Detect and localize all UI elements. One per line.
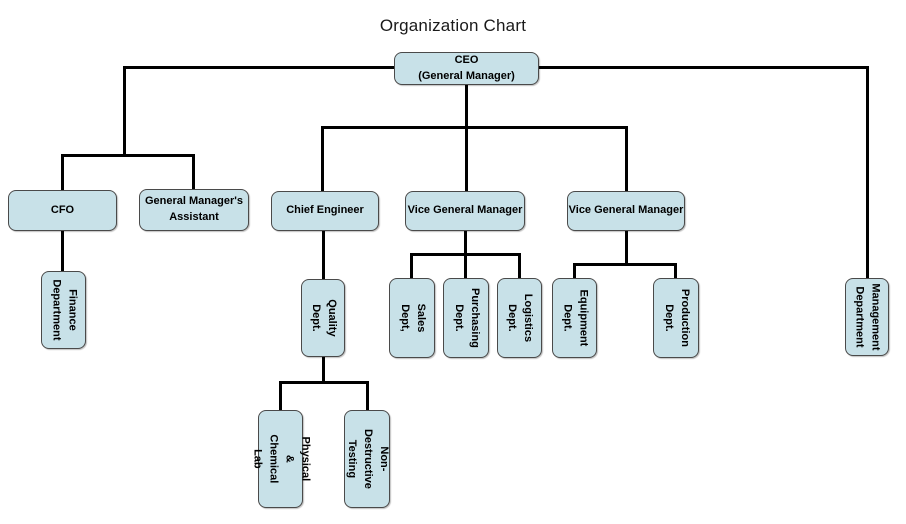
- connector-line: [61, 231, 64, 271]
- connector-line: [123, 66, 126, 155]
- connector-line: [625, 126, 628, 191]
- connector-line: [61, 154, 195, 157]
- org-node-quality: Quality Dept.: [301, 279, 345, 357]
- connector-line: [366, 381, 369, 410]
- connector-line: [464, 253, 467, 278]
- connector-line: [322, 231, 325, 279]
- org-node-label: Sales Dept,: [399, 303, 427, 333]
- org-node-label: Vice General Manager: [568, 204, 684, 217]
- connector-line: [573, 263, 576, 278]
- connector-line: [192, 154, 195, 190]
- connector-line: [464, 231, 467, 254]
- org-node-physlab: Physical &Chemical Lab: [252, 410, 311, 508]
- org-node-sales: Sales Dept,: [389, 278, 435, 358]
- connector-line: [322, 357, 325, 382]
- org-node-label: Quality Dept.: [310, 299, 338, 337]
- connector-line: [573, 263, 677, 266]
- org-node-ceo: CEO(General Manager): [394, 52, 539, 85]
- connector-line: [321, 126, 628, 129]
- connector-line: [279, 381, 282, 410]
- org-node-vgm2: Vice General Manager: [567, 191, 685, 231]
- connector-line: [61, 154, 64, 191]
- connector-line: [321, 126, 324, 191]
- org-node-vgm1: Vice General Manager: [405, 191, 525, 231]
- connector-line: [518, 253, 521, 278]
- connector-line: [674, 263, 677, 278]
- org-node-label: CEO(General Manager): [418, 53, 515, 82]
- connector-line: [279, 381, 369, 384]
- connector-line: [410, 253, 413, 278]
- connector-line: [123, 66, 394, 69]
- connector-line: [465, 85, 468, 128]
- connector-line: [625, 231, 628, 264]
- org-node-label: Physical &Chemical Lab: [251, 434, 312, 484]
- connector-line: [866, 66, 869, 278]
- chart-title: Organization Chart: [379, 16, 527, 35]
- org-node-label: Vice General Manager: [407, 204, 523, 217]
- org-node-ce: Chief Engineer: [271, 191, 379, 231]
- org-node-label: CFO: [50, 203, 75, 216]
- connector-line: [539, 66, 869, 69]
- connector-line: [465, 126, 468, 191]
- org-node-cfo: CFO: [8, 190, 117, 231]
- org-node-label: Chief Engineer: [286, 204, 364, 217]
